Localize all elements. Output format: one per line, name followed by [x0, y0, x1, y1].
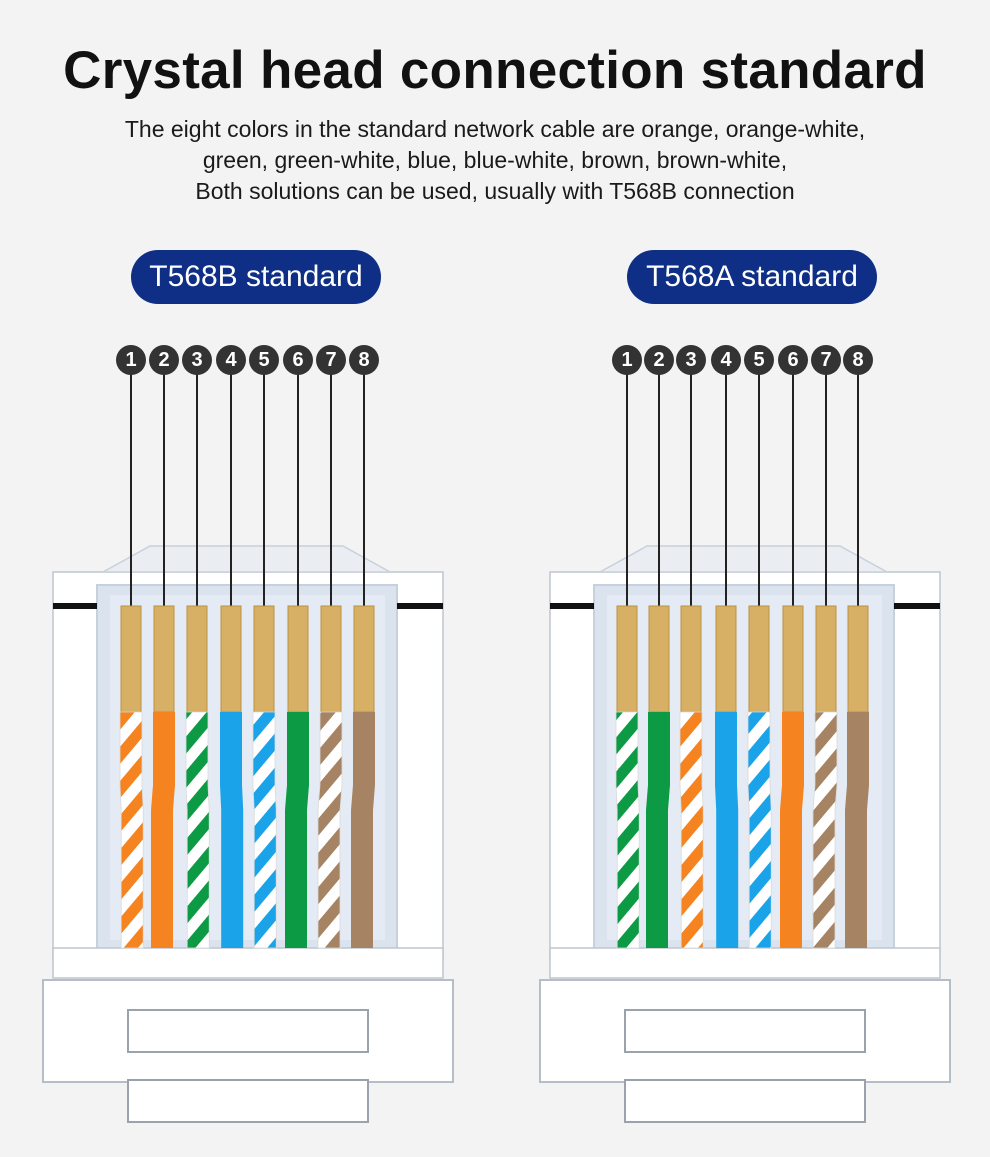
plug-line-left-a: [550, 603, 594, 609]
wire-brown-white: [812, 711, 838, 949]
plug-line-right-a: [894, 603, 940, 609]
gold-pin: [220, 605, 242, 713]
gold-pin: [648, 605, 670, 713]
pin-number-badge: 5: [249, 345, 279, 375]
plug-tail-b: [127, 1079, 369, 1123]
wire-green: [285, 712, 309, 948]
wire-orange-white: [119, 711, 144, 949]
pin-number-badge: 4: [711, 345, 741, 375]
gold-pin: [715, 605, 737, 713]
gold-pin: [616, 605, 638, 713]
subtitle-line-1: The eight colors in the standard network…: [124, 116, 866, 142]
pin-number-badge: 5: [744, 345, 774, 375]
pin-number-badge: 2: [644, 345, 674, 375]
gold-pin: [680, 605, 702, 713]
plug-line-left-b: [53, 603, 97, 609]
gold-pin: [815, 605, 837, 713]
plug-boot-a: [539, 979, 951, 1083]
plug-line-right-b: [397, 603, 443, 609]
pin-number-badge: 6: [778, 345, 808, 375]
pin-number-badge: 1: [116, 345, 146, 375]
gold-pin: [748, 605, 770, 713]
gold-pin: [186, 605, 208, 713]
gold-pin: [120, 605, 142, 713]
pin-number-badge: 8: [843, 345, 873, 375]
subtitle-line-3: Both solutions can be used, usually with…: [195, 178, 795, 204]
plug-cap-a: [599, 545, 888, 573]
wire-blue-white: [747, 711, 772, 949]
wire-orange: [780, 712, 804, 948]
plug-b: [42, 370, 454, 1123]
wire-green-white: [185, 711, 210, 949]
pin-number-badge: 6: [283, 345, 313, 375]
plug-cap-b: [102, 545, 391, 573]
pin-number-badge: 8: [349, 345, 379, 375]
pin-number-badge: 7: [811, 345, 841, 375]
wire-brown-white: [317, 711, 343, 949]
wire-green-white: [615, 711, 640, 949]
pin-number-badge: 1: [612, 345, 642, 375]
gold-pin: [782, 605, 804, 713]
wire-blue: [715, 712, 739, 948]
plug-bottom-band-a: [549, 947, 941, 979]
pin-number-badge: 3: [676, 345, 706, 375]
wire-blue: [220, 712, 244, 948]
pin-number-badge: 2: [149, 345, 179, 375]
gold-pin: [353, 605, 375, 713]
gold-pin: [153, 605, 175, 713]
page-title: Crystal head connection standard: [63, 41, 927, 100]
subtitle-line-2: green, green-white, blue, blue-white, br…: [202, 147, 788, 173]
gold-pin: [847, 605, 869, 713]
t568a-label: T568A standard: [627, 250, 877, 304]
plug-bottom-band-b: [52, 947, 444, 979]
subtitle: The eight colors in the standard network…: [0, 114, 990, 207]
plug-a: [539, 370, 951, 1123]
pin-number-badge: 7: [316, 345, 346, 375]
wire-brown: [351, 712, 375, 948]
wire-green: [646, 712, 670, 948]
plug-boot-slot-b: [127, 1009, 369, 1053]
wire-blue-white: [252, 711, 277, 949]
wire-brown: [845, 712, 869, 948]
wire-orange: [151, 712, 175, 948]
pin-number-badge: 4: [216, 345, 246, 375]
plug-tail-a: [624, 1079, 866, 1123]
gold-pin: [253, 605, 275, 713]
plug-boot-slot-a: [624, 1009, 866, 1053]
t568b-label: T568B standard: [131, 250, 381, 304]
wire-orange-white: [679, 711, 704, 949]
gold-pin: [320, 605, 342, 713]
gold-pin: [287, 605, 309, 713]
pin-number-badge: 3: [182, 345, 212, 375]
